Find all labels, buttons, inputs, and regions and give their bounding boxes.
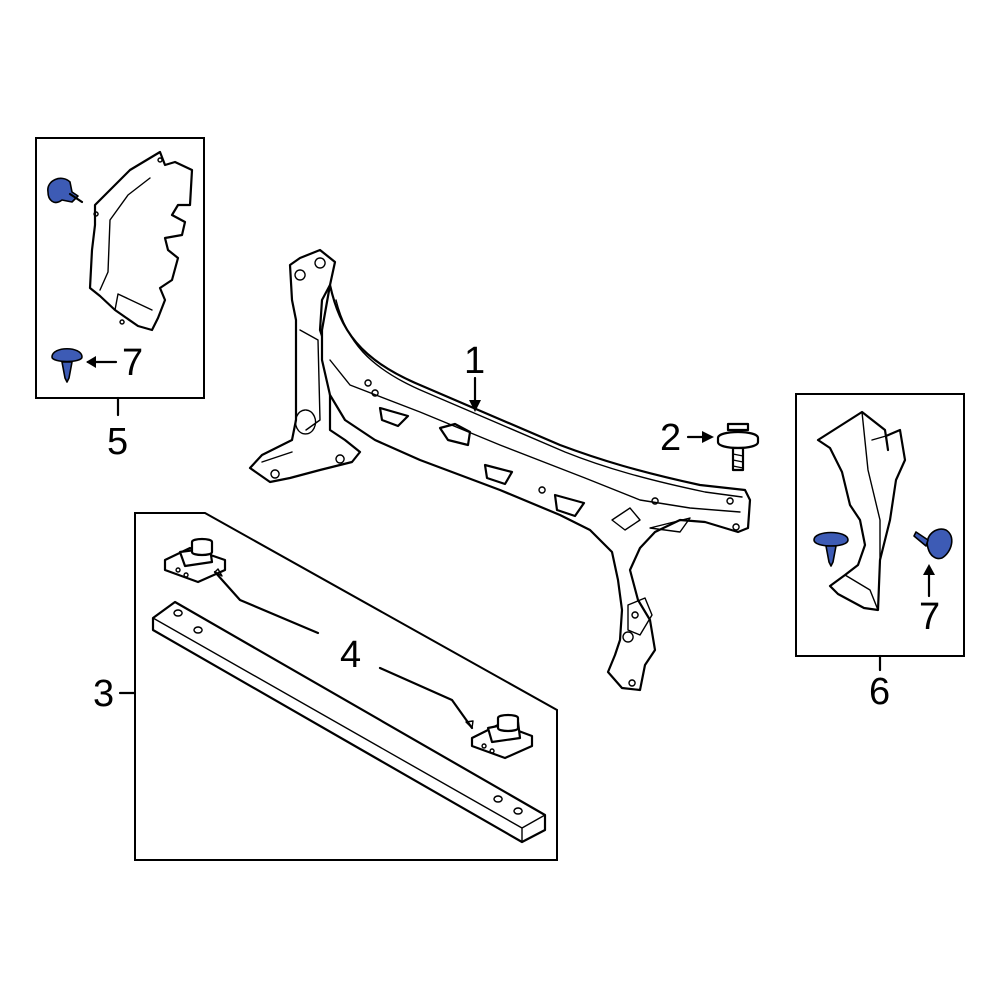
leader-4-lower (378, 666, 474, 730)
callout-5: 5 (107, 421, 128, 463)
arrow-7-left (86, 356, 96, 368)
push-pin-clip-right-b[interactable] (913, 528, 953, 560)
box-6 (795, 393, 965, 672)
push-pin-clip-right-a[interactable] (813, 531, 849, 567)
lower-tie-bar[interactable] (151, 600, 547, 844)
air-deflector-left[interactable] (88, 150, 194, 332)
insulator-mount-lower[interactable] (470, 713, 534, 760)
box-3 (118, 512, 558, 861)
insulator-mount-upper[interactable] (163, 537, 227, 584)
callout-7-right: 7 (919, 596, 940, 638)
push-pin-clip-upper-left[interactable] (47, 177, 84, 204)
arrow-2 (702, 431, 714, 443)
push-pin-clip-lower-left[interactable] (51, 347, 83, 383)
radiator-support[interactable] (248, 248, 752, 692)
arrow-1 (469, 400, 481, 412)
arrow-7-right (923, 564, 935, 575)
callout-3: 3 (93, 673, 114, 715)
callout-4: 4 (340, 634, 361, 676)
callout-1: 1 (464, 340, 485, 382)
bolt[interactable] (716, 422, 760, 472)
callout-7-left: 7 (122, 342, 143, 384)
callout-2: 2 (660, 417, 681, 459)
callout-6: 6 (869, 671, 890, 713)
box-5 (35, 137, 205, 417)
air-deflector-right[interactable] (816, 410, 907, 612)
leader-4-upper (213, 570, 320, 635)
